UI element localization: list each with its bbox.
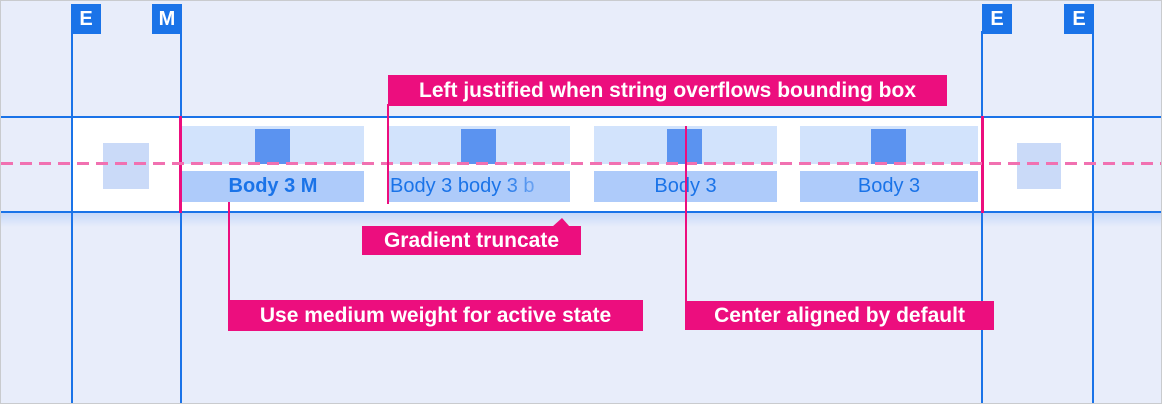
baseline-dashed-line bbox=[1, 162, 1161, 165]
keyline-left-edge bbox=[71, 31, 73, 403]
keyline-right-edge bbox=[1092, 31, 1094, 403]
tab-4-icon-area[interactable] bbox=[800, 126, 978, 164]
connector-left-justified bbox=[387, 104, 389, 204]
annotation-gradient-truncate: Gradient truncate bbox=[362, 226, 581, 255]
margin-marker-e-right-outer: E bbox=[1064, 4, 1094, 34]
gradient-truncate-overlay bbox=[501, 171, 570, 202]
annotation-medium-weight: Use medium weight for active state bbox=[228, 300, 643, 331]
keyline-left-margin bbox=[180, 31, 182, 403]
tab-2-icon-area[interactable] bbox=[387, 126, 570, 164]
icon-placeholder-icon bbox=[255, 129, 290, 164]
annotation-left-justified: Left justified when string overflows bou… bbox=[388, 75, 947, 106]
connector-center-aligned bbox=[685, 126, 687, 301]
margin-marker-e-left: E bbox=[71, 4, 101, 34]
tab-1-label[interactable]: Body 3 M bbox=[182, 171, 364, 202]
trailing-placeholder-square bbox=[1017, 143, 1061, 189]
margin-marker-e-right-inner: E bbox=[982, 4, 1012, 34]
icon-placeholder-icon bbox=[461, 129, 496, 164]
leading-placeholder-square bbox=[103, 143, 149, 189]
icon-placeholder-icon bbox=[667, 129, 702, 164]
annotation-caret bbox=[552, 218, 570, 227]
annotation-center-aligned: Center aligned by default bbox=[685, 301, 994, 330]
connector-medium-weight bbox=[228, 202, 230, 300]
tab-2-label[interactable]: Body 3 body 3 b bbox=[387, 171, 570, 202]
bar-drop-shadow bbox=[1, 213, 1161, 227]
tab-4-label[interactable]: Body 3 bbox=[800, 171, 978, 202]
keyline-right-margin bbox=[981, 31, 983, 403]
tab-1-icon-area[interactable] bbox=[182, 126, 364, 164]
icon-placeholder-icon bbox=[871, 129, 906, 164]
margin-marker-m: M bbox=[152, 4, 182, 34]
